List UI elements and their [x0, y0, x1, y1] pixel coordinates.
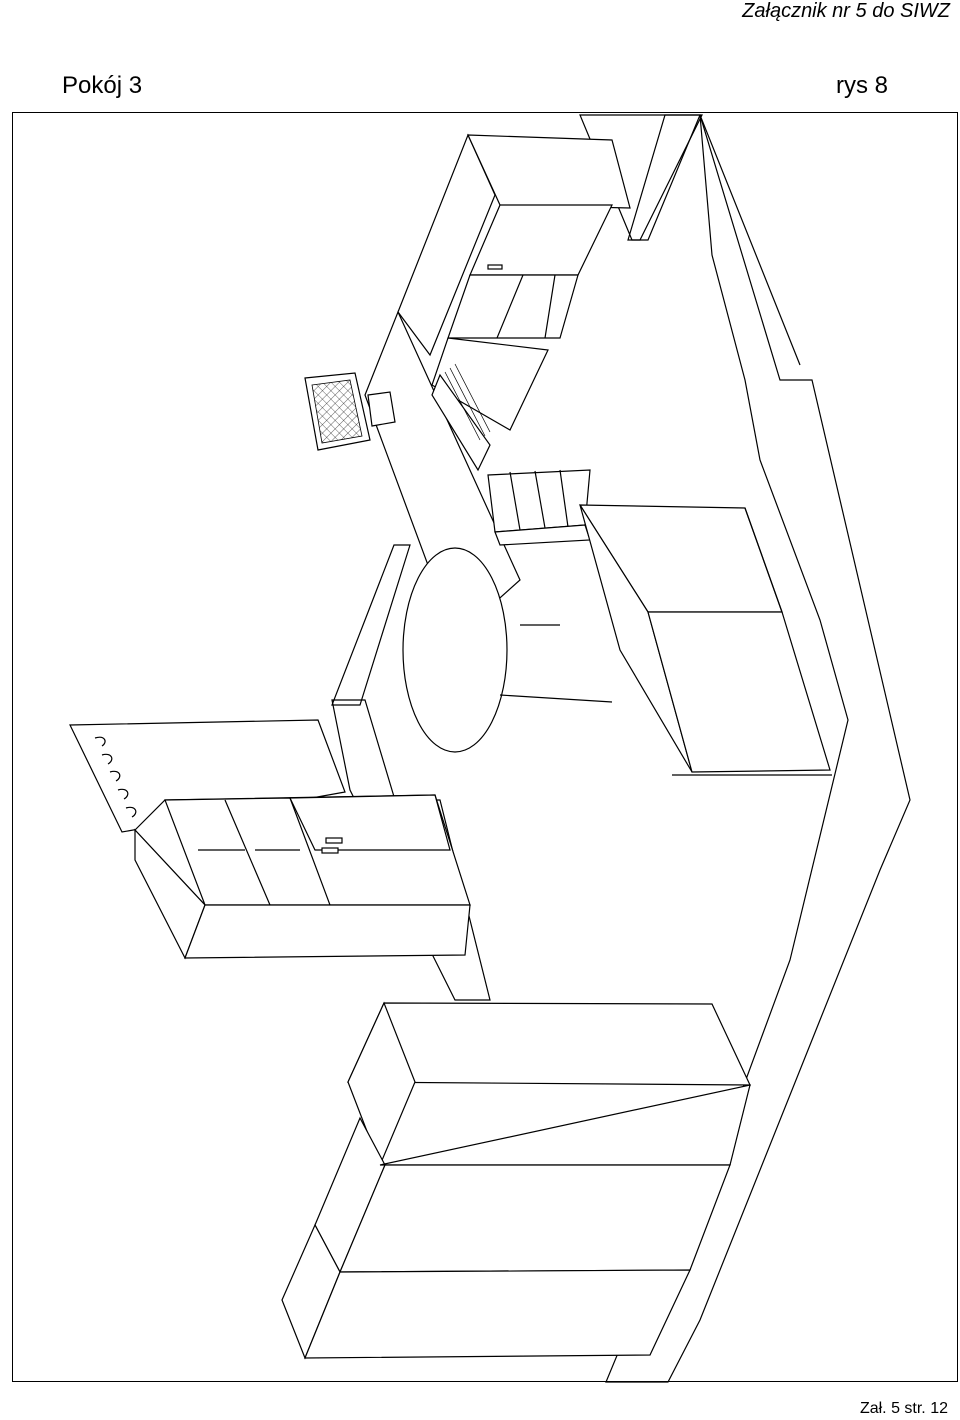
desk-round-extension	[402, 547, 508, 753]
bookcase-low	[134, 794, 471, 960]
drawer-pedestal	[487, 469, 613, 703]
computer-keyboard-drawer	[431, 337, 549, 472]
room-title: Pokój 3	[62, 72, 143, 99]
upper-cabinet-shelves	[447, 204, 613, 339]
monitor-screen	[304, 372, 396, 451]
desk-long	[364, 133, 631, 640]
figure-number: rys 8	[835, 72, 888, 99]
brick-wall-left-short	[331, 544, 411, 706]
annex-header: Załącznik nr 5 do SIWZ	[742, 0, 950, 22]
wardrobe-tall	[281, 1001, 751, 1360]
drawing-frame	[12, 112, 958, 1382]
page-footer: Zał. 5 str. 12	[859, 1400, 948, 1417]
wall-unit-right	[578, 504, 832, 776]
